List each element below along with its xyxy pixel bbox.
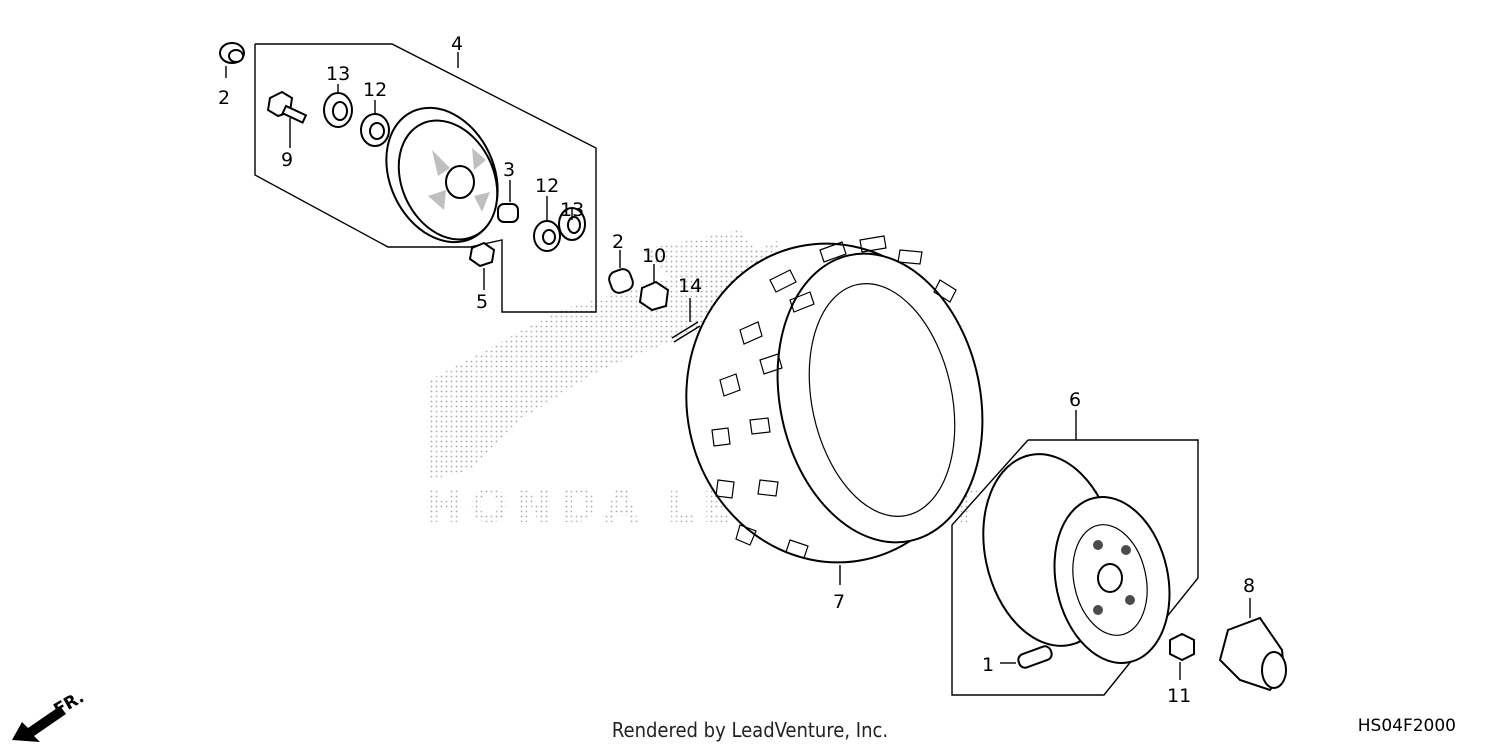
spacer-part-3 bbox=[497, 180, 519, 223]
callout-10: 10 bbox=[642, 245, 666, 267]
callout-9: 9 bbox=[281, 149, 293, 171]
valve-stem-part-1 bbox=[1000, 645, 1053, 669]
callout-12a: 12 bbox=[363, 79, 387, 101]
callout-4: 4 bbox=[451, 33, 463, 55]
collar-part-2b bbox=[608, 250, 634, 294]
cotter-pin-part-14 bbox=[671, 298, 701, 343]
callout-3: 3 bbox=[503, 159, 515, 181]
callout-8: 8 bbox=[1243, 575, 1255, 597]
callout-12b: 12 bbox=[535, 175, 559, 197]
collar-part-2a bbox=[219, 42, 245, 78]
bearing-part-12a bbox=[360, 100, 390, 147]
hub-assembly-box bbox=[254, 43, 597, 313]
rim-part-6 bbox=[982, 453, 1171, 664]
footer-credit: Rendered by LeadVenture, Inc. bbox=[611, 718, 889, 742]
hub-drum bbox=[385, 106, 499, 244]
callout-13a: 13 bbox=[326, 63, 350, 85]
rim-assembly-box bbox=[951, 410, 1199, 696]
callout-14: 14 bbox=[678, 275, 702, 297]
seal-part-13a bbox=[323, 84, 353, 128]
bearing-part-12b bbox=[533, 196, 561, 252]
diagram-code: HS04F2000 bbox=[1357, 716, 1456, 736]
callout-5: 5 bbox=[476, 291, 488, 313]
lug-nut-part-11 bbox=[1169, 632, 1195, 680]
callout-2b: 2 bbox=[612, 231, 624, 253]
callout-1: 1 bbox=[982, 654, 994, 676]
callout-2a: 2 bbox=[218, 87, 230, 109]
callout-11: 11 bbox=[1167, 685, 1191, 707]
callout-7: 7 bbox=[833, 591, 845, 613]
callout-6: 6 bbox=[1069, 389, 1081, 411]
nut-part-5 bbox=[468, 241, 496, 290]
hub-cap-part-8 bbox=[1218, 598, 1287, 692]
seal-part-13b bbox=[558, 207, 586, 241]
bolt-part-9 bbox=[266, 90, 308, 148]
callout-13b: 13 bbox=[560, 199, 584, 221]
castle-nut-part-10 bbox=[638, 264, 670, 312]
tire-part-7 bbox=[685, 235, 984, 585]
